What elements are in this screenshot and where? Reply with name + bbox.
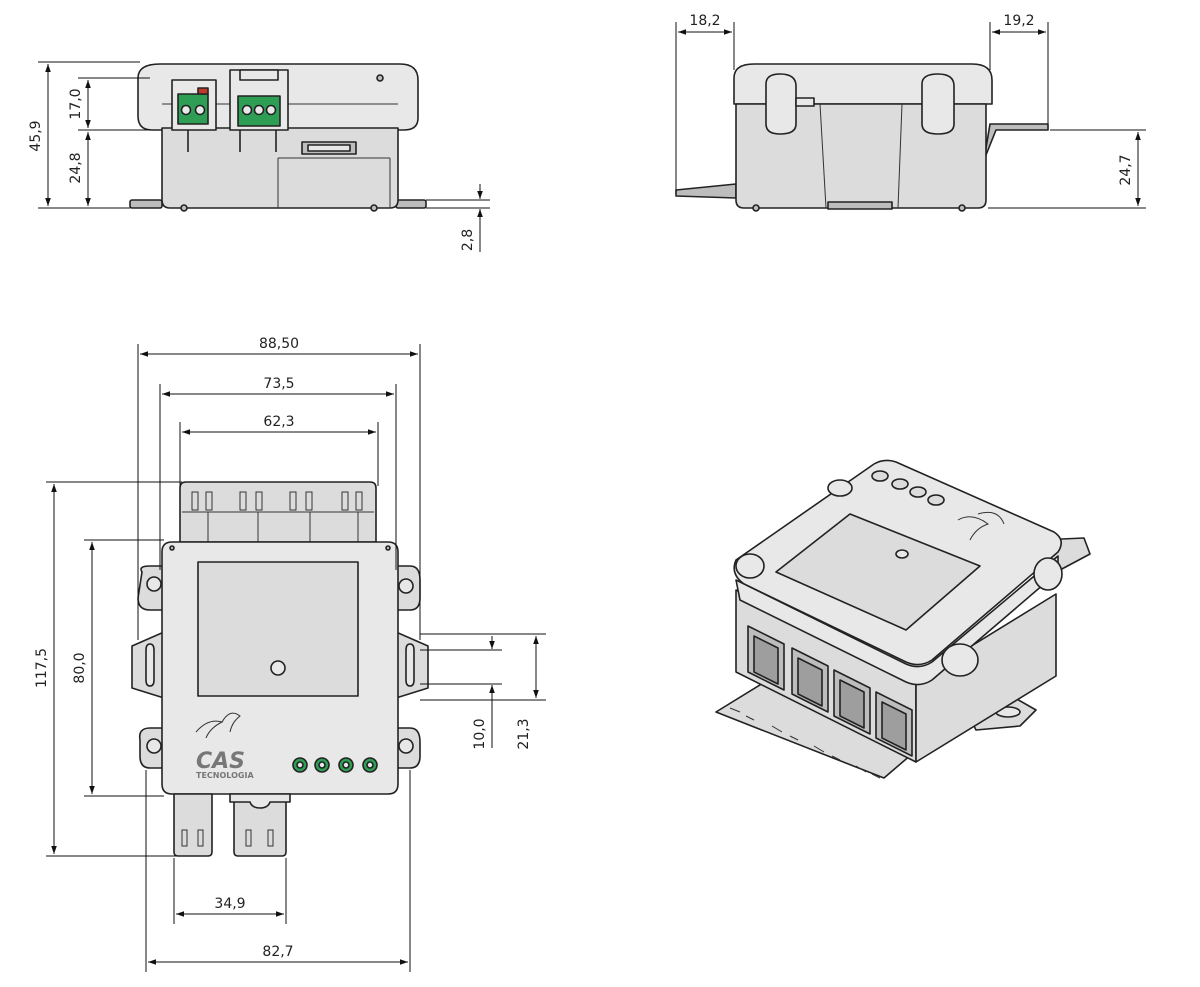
dim-side-right: 19,2 xyxy=(1003,13,1034,29)
dim-top-mid: 73,5 xyxy=(263,376,294,392)
logo-sub: TECNOLOGIA xyxy=(196,771,254,780)
logo-brand: CAS xyxy=(196,749,245,774)
dim-front-foot: 2,8 xyxy=(460,229,476,251)
dim-front-total: 45,9 xyxy=(28,120,44,151)
top-view: CAS TECNOLOGIA 88,50 73,5 62,3 117,5 xyxy=(34,336,546,972)
dim-side-left: 18,2 xyxy=(689,13,720,29)
side-view: 18,2 19,2 24,7 xyxy=(675,13,1146,212)
dim-front-upper: 17,0 xyxy=(68,88,84,119)
front-view: 45,9 17,0 24,8 2,8 xyxy=(28,61,490,252)
dim-bottom-tabs: 34,9 xyxy=(214,896,245,912)
dim-top-length-body: 80,0 xyxy=(72,652,88,683)
dim-top-outer: 88,50 xyxy=(259,336,299,352)
dim-top-length-total: 117,5 xyxy=(34,648,50,688)
dim-side-height: 24,7 xyxy=(1118,154,1134,185)
dim-top-inner: 62,3 xyxy=(263,414,294,430)
dim-front-lower: 24,8 xyxy=(68,152,84,183)
dim-top-slot-small: 10,0 xyxy=(472,718,488,749)
isometric-view xyxy=(715,459,1091,779)
dim-top-slot-large: 21,3 xyxy=(516,718,532,749)
dim-bottom-width: 82,7 xyxy=(262,944,293,960)
